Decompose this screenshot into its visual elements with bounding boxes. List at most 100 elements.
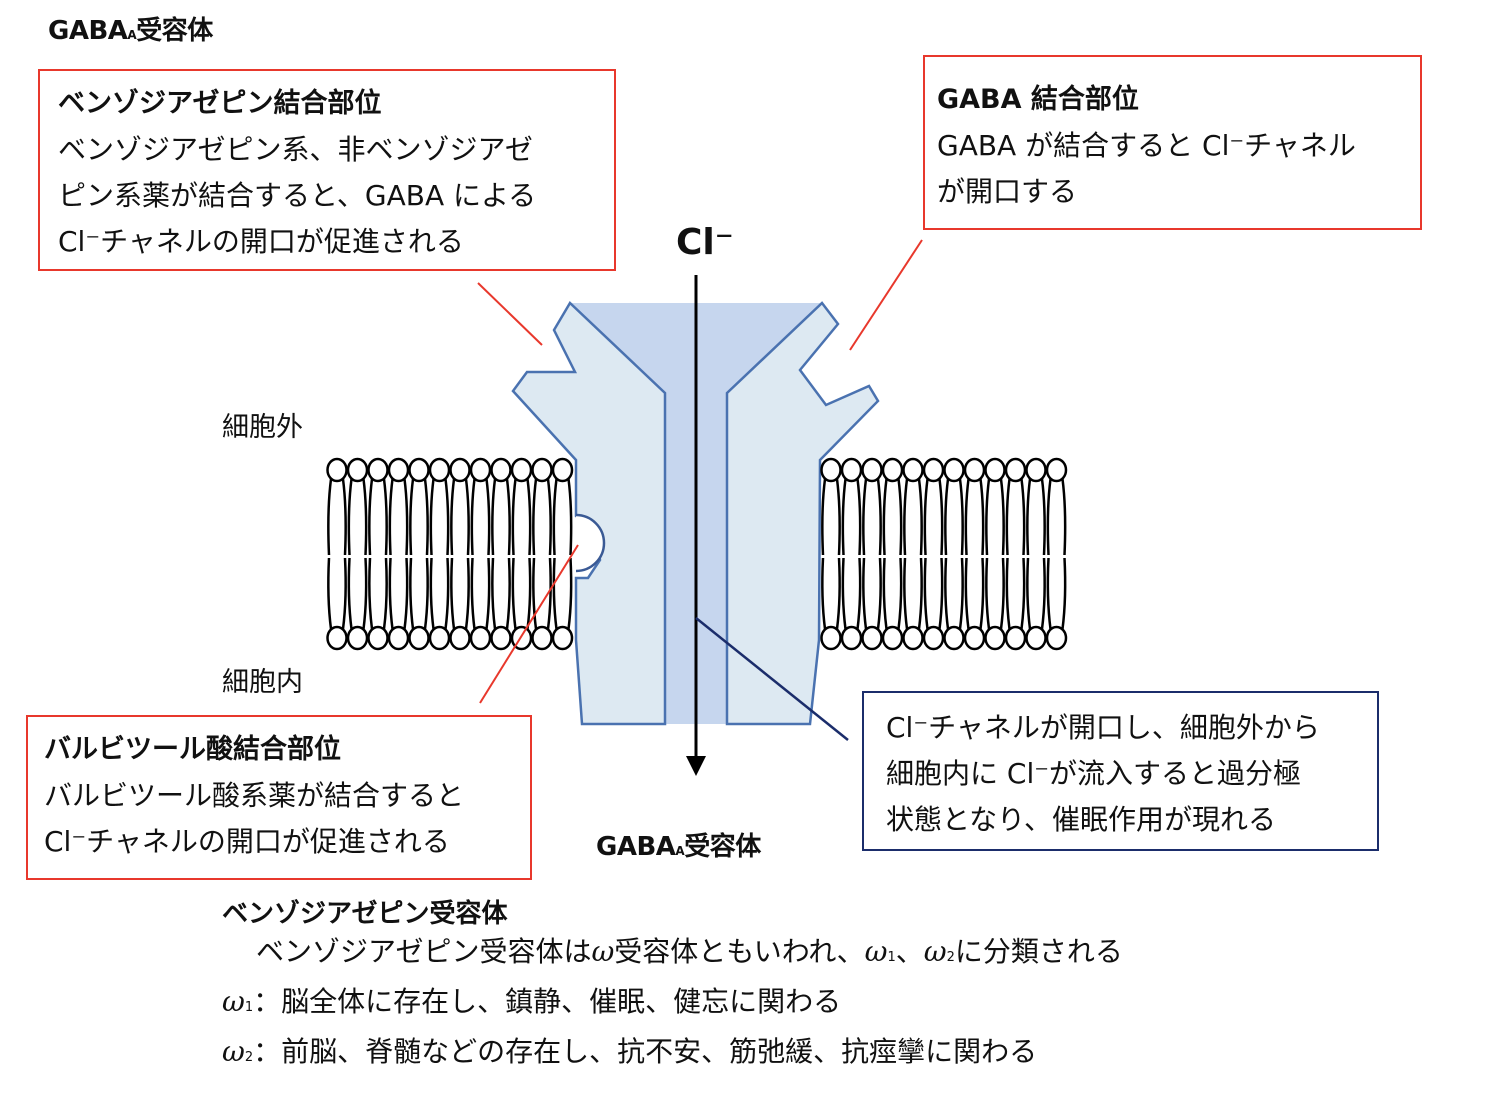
lipid-head [490, 625, 512, 651]
lipid-head [1025, 625, 1047, 651]
barbiturate-site-callout: バルビツール酸結合部位 バルビツール酸系薬が結合すると Cl⁻チャネルの開口が促… [26, 715, 532, 880]
title-suffix: 受容体 [136, 16, 213, 46]
receptor-subunit-right [725, 301, 880, 726]
lipid-head [984, 625, 1006, 651]
omega-subscript: 2 [946, 950, 955, 965]
lipid-tail [347, 557, 368, 630]
omega-symbol: ω [864, 935, 888, 968]
intro-text: 、 [895, 935, 924, 968]
callout-line: Cl⁻チャネルが開口し、細胞外から [886, 711, 1320, 744]
omega1-text: ：脳全体に存在し、鎮静、催眠、健忘に関わる [253, 985, 842, 1018]
lipid-tail [368, 557, 388, 630]
lipid-head [428, 457, 451, 483]
lipid-head [1004, 457, 1027, 483]
lipid-head [963, 457, 986, 483]
omega-subscript: 2 [244, 1050, 254, 1065]
notes-intro: ベンゾジアゼピン受容体はω受容体ともいわれ、ω1、ω2に分類される [222, 930, 1123, 980]
lipid-bilayer-left [326, 457, 574, 651]
lipid-head [408, 457, 430, 483]
lipid-tail [903, 557, 923, 630]
gaba-site-callout: GABA 結合部位 GABA が結合すると Cl⁻チャネル が開口する [923, 55, 1422, 230]
lipid-head [881, 625, 904, 651]
lipid-tail [511, 557, 532, 630]
callout-heading: バルビツール酸結合部位 [44, 734, 341, 765]
lipid-tail [429, 478, 450, 556]
lipid-head [490, 457, 512, 483]
lipid-head [346, 625, 369, 651]
lipid-tail [944, 478, 964, 556]
lipid-head [1045, 457, 1068, 483]
ion-flow-arrow-head [686, 756, 706, 776]
lipid-tail [1046, 478, 1067, 556]
leader-channel [695, 617, 849, 741]
omega2-note: ω2：前脳、脊髄などの存在し、抗不安、筋弛緩、抗痙攣に関わる [222, 1030, 1123, 1080]
lipid-tail [841, 557, 862, 630]
callout-heading: GABA 結合部位 [937, 84, 1139, 115]
lipid-head [531, 625, 553, 651]
callout-line: 細胞内に Cl⁻が流入すると過分極 [886, 757, 1302, 790]
callout-line: Cl⁻チャネルの開口が促進される [44, 825, 450, 858]
lipid-tail [470, 478, 491, 556]
omega1-note: ω1：脳全体に存在し、鎮静、催眠、健忘に関わる [222, 980, 1123, 1030]
benzodiazepine-receptor-notes: ベンゾジアゼピン受容体 ベンゾジアゼピン受容体はω受容体ともいわれ、ω1、ω2に… [222, 893, 1123, 1080]
lipid-tail [1005, 478, 1026, 556]
callout-heading: ベンゾジアゼピン結合部位 [58, 88, 382, 119]
lipid-head [881, 457, 904, 483]
lipid-tail [491, 478, 511, 556]
omega-subscript: 1 [244, 1000, 254, 1015]
lipid-head [820, 625, 842, 651]
callout-line: Cl⁻チャネルの開口が促進される [58, 225, 464, 258]
lipid-tail [327, 478, 347, 556]
omega-symbol: ω [222, 985, 245, 1018]
lipid-tail [532, 557, 552, 630]
lipid-tail [923, 478, 944, 556]
lipid-head [428, 625, 451, 651]
lipid-head [820, 457, 842, 483]
lipid-head [1004, 625, 1027, 651]
lipid-tail [882, 478, 903, 556]
lipid-tail [552, 478, 573, 556]
callout-line: ベンゾジアゼピン系、非ベンゾジアゼ [58, 133, 533, 166]
receptor-label-suffix: 受容体 [684, 832, 761, 862]
lipid-head [510, 457, 533, 483]
lipid-head [346, 457, 369, 483]
lipid-tail [388, 557, 409, 630]
lipid-head [551, 457, 574, 483]
omega-symbol: ω [591, 935, 615, 968]
lipid-tail [985, 478, 1005, 556]
lipid-tail [862, 557, 882, 630]
leader-barbiturate [479, 544, 579, 704]
omega2-text: ：前脳、脊髄などの存在し、抗不安、筋弛緩、抗痙攣に関わる [253, 1035, 1038, 1068]
lipid-head [840, 625, 863, 651]
lipid-head [922, 457, 945, 483]
lipid-tail [1026, 557, 1046, 630]
callout-line: 状態となり、催眠作用が現れる [886, 803, 1277, 836]
lipid-head [326, 457, 348, 483]
lipid-tail [944, 557, 964, 630]
omega-symbol: ω [222, 1035, 245, 1068]
lipid-tail [450, 478, 470, 556]
lipid-tail [409, 557, 429, 630]
callout-line: バルビツール酸系薬が結合すると [44, 779, 465, 812]
lipid-head [922, 625, 945, 651]
callout-line: GABA が結合すると Cl⁻チャネル [937, 129, 1356, 162]
lipid-tail [450, 557, 470, 630]
title-subscript: A [127, 28, 137, 42]
lipid-tail [841, 478, 862, 556]
lipid-head [943, 625, 965, 651]
lipid-tail [388, 478, 409, 556]
lipid-head [943, 457, 965, 483]
lipid-head [367, 457, 389, 483]
lipid-head [326, 625, 348, 651]
lipid-head [902, 625, 924, 651]
lipid-head [861, 625, 883, 651]
chloride-ion-label: Cl⁻ [676, 222, 734, 263]
lipid-tail [491, 557, 511, 630]
callout-line: が開口する [937, 175, 1078, 208]
receptor-label-main: GABA [596, 832, 676, 862]
intro-text: 受容体ともいわれ、 [614, 935, 865, 968]
lipid-head [367, 625, 389, 651]
intracellular-label: 細胞内 [222, 667, 303, 698]
lipid-head [902, 457, 924, 483]
page-title: GABAA受容体 [48, 10, 213, 47]
